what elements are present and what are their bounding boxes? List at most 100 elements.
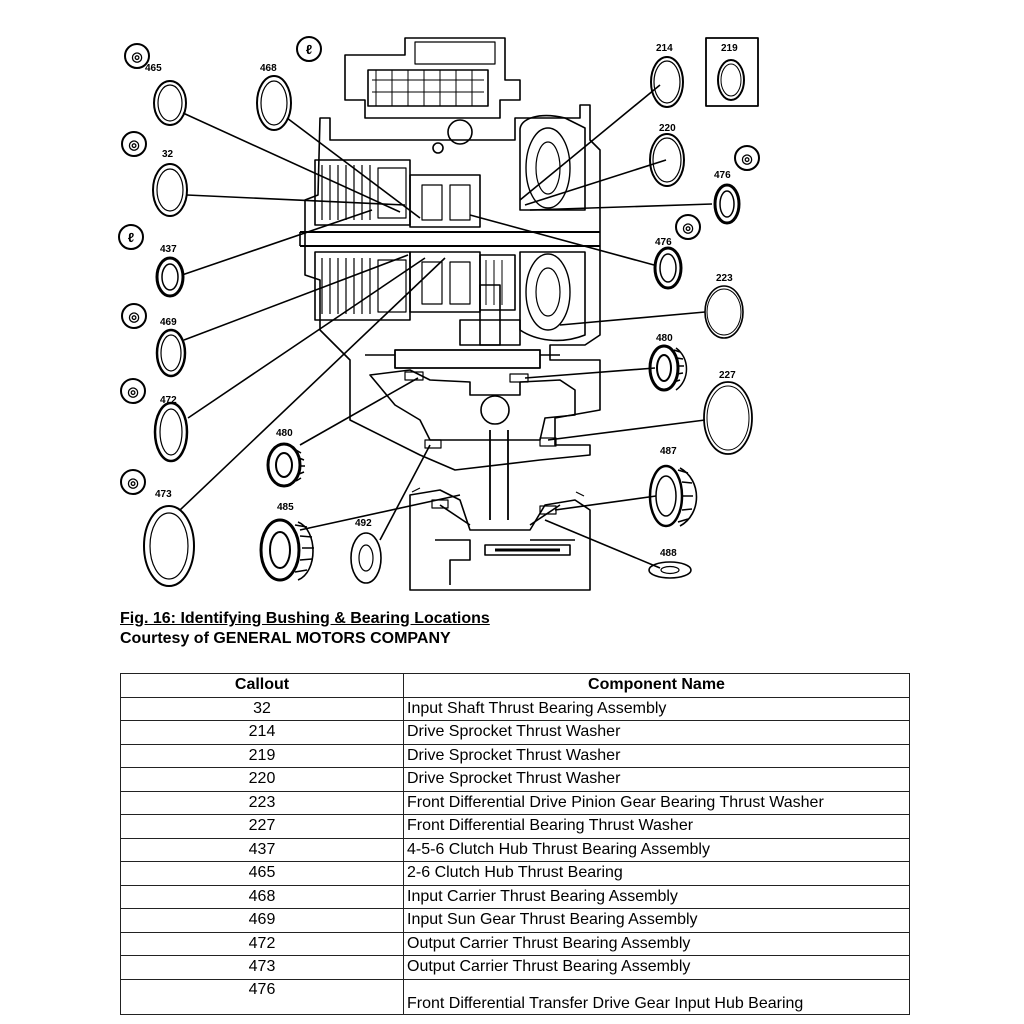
- badge-icon-469: [121, 303, 147, 329]
- callout-480-left: 480: [276, 428, 293, 439]
- component-name-cell: Input Sun Gear Thrust Bearing Assembly: [403, 908, 910, 933]
- component-name-cell: Output Carrier Thrust Bearing Assembly: [403, 955, 910, 980]
- callout-cell: 227: [120, 814, 404, 839]
- part-480-bearing-right: [648, 344, 688, 392]
- callout-473: 473: [155, 489, 172, 500]
- callout-480-right: 480: [656, 333, 673, 344]
- svg-text:◎: ◎: [127, 475, 138, 490]
- callout-485: 485: [277, 502, 294, 513]
- component-name-cell: 2-6 Clutch Hub Thrust Bearing: [403, 861, 910, 886]
- badge-icon-437: [118, 224, 144, 250]
- callout-465: 465: [145, 63, 162, 74]
- component-name-cell: Input Carrier Thrust Bearing Assembly: [403, 884, 910, 909]
- column-header-component-name: Component Name: [403, 673, 910, 698]
- callout-cell: 220: [120, 767, 404, 792]
- callout-492: 492: [355, 518, 372, 529]
- component-name-cell: Output Carrier Thrust Bearing Assembly: [403, 931, 910, 956]
- part-480-bearing-left: [266, 442, 305, 488]
- badge-icon-473: [120, 469, 146, 495]
- callout-214: 214: [656, 43, 673, 54]
- part-469-ring: [155, 328, 187, 378]
- callout-437: 437: [160, 244, 177, 255]
- part-468-ring: [256, 75, 292, 131]
- badge-icon-468: [296, 36, 322, 62]
- svg-text:◎: ◎: [741, 151, 752, 166]
- leader-lines: [179, 84, 713, 569]
- callout-219: 219: [721, 43, 738, 54]
- callout-cell: 469: [120, 908, 404, 933]
- badge-icon-32: [121, 131, 147, 157]
- badge-icon-476-upper: [734, 145, 760, 171]
- part-485-bearing: [259, 518, 314, 582]
- badge-icon-465: [124, 43, 150, 69]
- component-name-cell: Drive Sprocket Thrust Washer: [403, 720, 910, 745]
- callout-cell: 214: [120, 720, 404, 745]
- part-223-washer: [704, 285, 744, 339]
- component-name-cell: Front Differential Transfer Drive Gear I…: [403, 978, 910, 1015]
- callout-cell: 223: [120, 790, 404, 815]
- callout-cell: 465: [120, 861, 404, 886]
- callout-cell: 437: [120, 837, 404, 862]
- figure-title: Fig. 16: Identifying Bushing & Bearing L…: [120, 610, 490, 627]
- callout-476-upper: 476: [714, 170, 731, 181]
- callout-469: 469: [160, 317, 177, 328]
- component-name-cell: Input Shaft Thrust Bearing Assembly: [403, 696, 910, 721]
- svg-text:◎: ◎: [127, 384, 138, 399]
- callout-223: 223: [716, 273, 733, 284]
- component-name-cell: Front Differential Drive Pinion Gear Bea…: [403, 790, 910, 815]
- callout-227: 227: [719, 370, 736, 381]
- part-472-ring: [153, 401, 189, 463]
- callout-468: 468: [260, 63, 277, 74]
- callout-cell: 473: [120, 955, 404, 980]
- part-492-washer: [350, 532, 382, 584]
- callout-476-lower: 476: [655, 237, 672, 248]
- part-227-washer: [703, 381, 753, 455]
- callout-32: 32: [162, 149, 174, 160]
- callout-cell: 472: [120, 931, 404, 956]
- column-header-callout: Callout: [120, 673, 404, 698]
- callout-cell: 468: [120, 884, 404, 909]
- svg-text:◎: ◎: [131, 49, 142, 64]
- symbol-badges: [118, 36, 760, 495]
- figure-caption: Fig. 16: Identifying Bushing & Bearing L…: [120, 609, 490, 649]
- callout-488: 488: [660, 548, 677, 559]
- callout-cell: 32: [120, 696, 404, 721]
- part-214-ring: [650, 56, 684, 108]
- component-name-cell: 4-5-6 Clutch Hub Thrust Bearing Assembly: [403, 837, 910, 862]
- part-487-bearing: [648, 464, 698, 528]
- part-473-washer: [143, 505, 195, 587]
- badge-glyphs: ◎ ℓ ◎ ℓ ◎ ◎ ◎ ◎ ◎: [127, 42, 752, 490]
- transmission-bearing-diagram: ◎ ℓ ◎ ℓ ◎ ◎ ◎ ◎ ◎ 465 468 32 437 469 472…: [118, 36, 760, 591]
- part-219-box: [705, 37, 759, 107]
- svg-text:ℓ: ℓ: [128, 230, 134, 245]
- component-name-cell: Front Differential Bearing Thrust Washer: [403, 814, 910, 839]
- callout-cell: 476: [120, 978, 404, 1015]
- component-name-cell: Drive Sprocket Thrust Washer: [403, 767, 910, 792]
- badge-icon-472: [120, 378, 146, 404]
- svg-text:ℓ: ℓ: [306, 42, 312, 57]
- part-476-bearing-lower: [653, 246, 683, 290]
- callout-472: 472: [160, 395, 177, 406]
- part-488-washer: [648, 561, 692, 579]
- transmission-cross-section: [299, 37, 601, 591]
- part-220-ring: [649, 133, 685, 187]
- part-465-ring: [153, 80, 187, 126]
- part-32-ring: [152, 163, 188, 217]
- badge-icon-476-lower: [675, 214, 701, 240]
- part-437-bearing: [155, 256, 185, 298]
- part-476-bearing-upper: [713, 183, 741, 225]
